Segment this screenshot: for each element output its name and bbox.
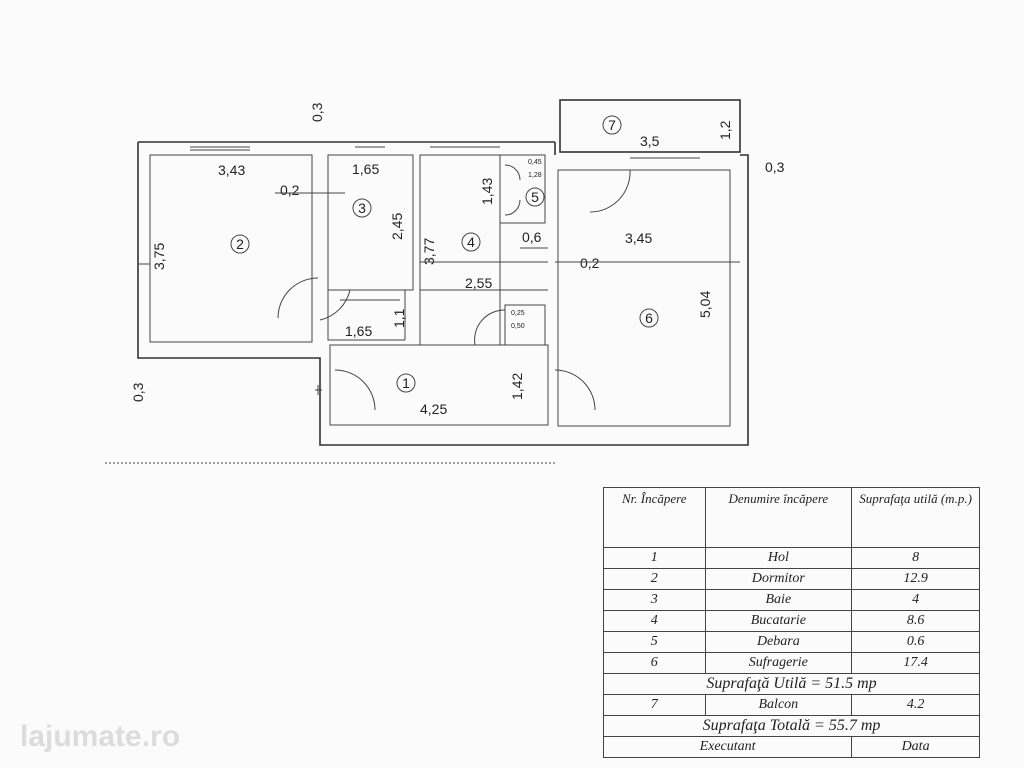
svg-text:3,45: 3,45 — [625, 230, 652, 246]
svg-text:3,75: 3,75 — [151, 243, 167, 270]
room-2: 2 — [236, 236, 244, 252]
svg-text:0,3: 0,3 — [130, 382, 146, 402]
svg-text:1,43: 1,43 — [479, 178, 495, 205]
header-nr: Nr. Încăpere — [603, 487, 706, 548]
svg-text:0,25: 0,25 — [511, 310, 525, 317]
svg-text:3,5: 3,5 — [640, 133, 660, 149]
svg-text:1,28: 1,28 — [528, 172, 542, 179]
svg-text:0,3: 0,3 — [309, 102, 325, 122]
room-numbers: 1 2 3 4 5 6 7 — [230, 115, 659, 393]
watermark: lajumate.ro — [20, 720, 181, 753]
room-7: 7 — [608, 117, 616, 133]
dimensions: 0,3 0,3 0,3 3,5 1,2 3,43 3,75 0,2 1,65 2… — [130, 102, 785, 417]
svg-text:2,55: 2,55 — [465, 275, 492, 291]
svg-text:1,65: 1,65 — [352, 161, 379, 177]
svg-text:0,2: 0,2 — [580, 255, 600, 271]
svg-text:1,42: 1,42 — [509, 373, 525, 400]
room-6: 6 — [645, 310, 653, 326]
svg-text:1,65: 1,65 — [345, 323, 372, 339]
header-area: Suprafaţa utilă (m.p.) — [851, 487, 980, 548]
svg-text:1,2: 1,2 — [717, 120, 733, 140]
room-5: 5 — [531, 189, 539, 205]
svg-text:3,77: 3,77 — [421, 238, 437, 265]
svg-text:3,43: 3,43 — [218, 162, 245, 178]
svg-text:1,1: 1,1 — [391, 308, 407, 328]
svg-text:2,45: 2,45 — [389, 213, 405, 240]
walls — [105, 99, 749, 464]
svg-text:0,50: 0,50 — [511, 323, 525, 330]
svg-text:0,3: 0,3 — [765, 159, 785, 175]
room-4: 4 — [467, 234, 475, 250]
header-name: Denumire încăpere — [704, 487, 853, 548]
svg-text:4,25: 4,25 — [420, 401, 447, 417]
room-3: 3 — [358, 200, 366, 216]
util-total-row: Suprafaţă Utilă = 51.5 mp — [603, 673, 980, 695]
svg-text:5,04: 5,04 — [697, 291, 713, 318]
svg-text:0,45: 0,45 — [528, 159, 542, 166]
grand-total-row: Suprafaţa Totală = 55.7 mp — [603, 715, 980, 737]
svg-text:0,6: 0,6 — [522, 229, 542, 245]
svg-text:0,2: 0,2 — [280, 182, 300, 198]
room-1: 1 — [402, 375, 410, 391]
